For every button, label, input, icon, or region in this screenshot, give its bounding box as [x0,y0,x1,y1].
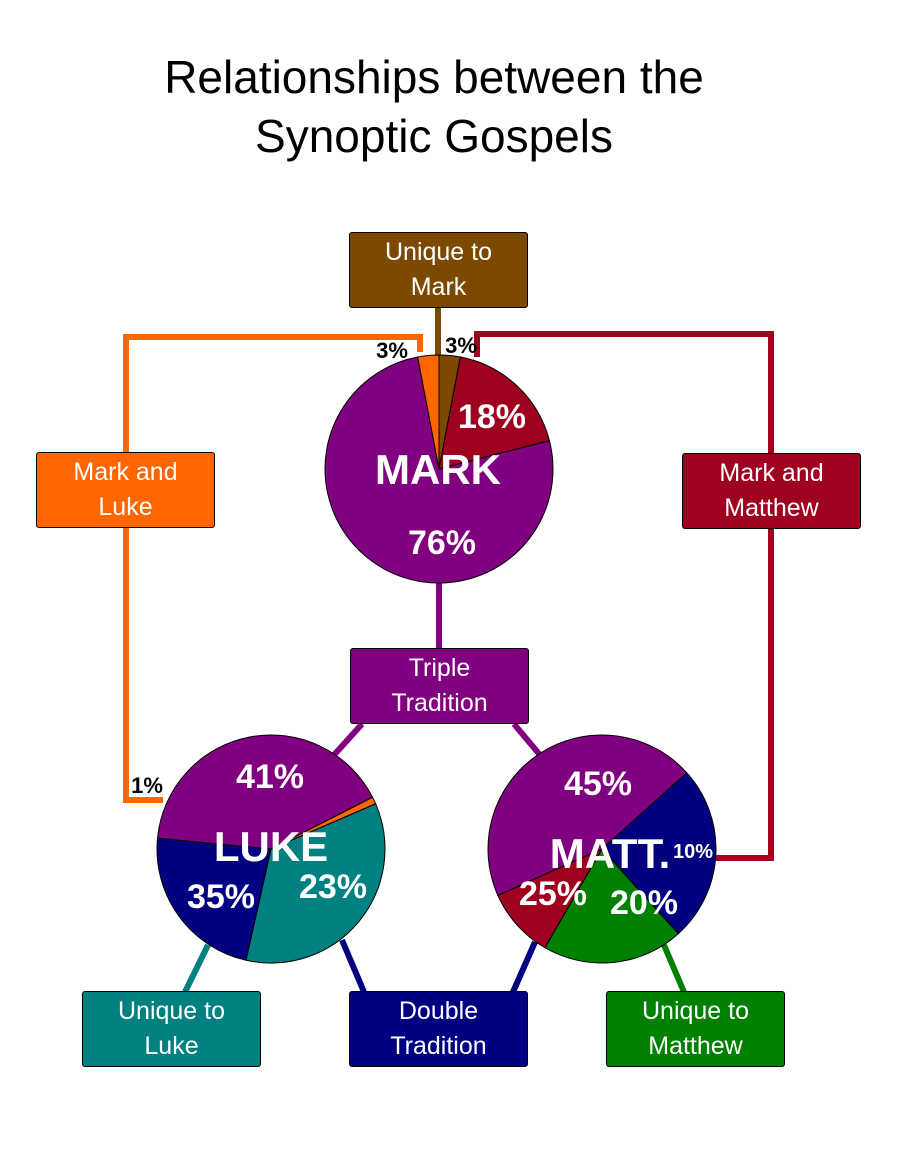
unique-to-mark-line-1: Unique to [384,238,493,266]
title-line-1: Relationships between the [164,51,704,103]
connector-unique-matthew [661,943,687,994]
mark-and-matthew-line-1: Mark and [719,459,824,487]
connector-mark-luke [123,334,423,803]
pie-matthew: MATT. 45% 10% 20% 25% [487,734,717,964]
connector-unique-luke [182,943,211,994]
luke-pie-title: LUKE [214,823,328,870]
luke-label-double: 23% [299,868,367,906]
mark-and-matthew-box: Mark and Matthew [682,453,861,529]
connector-double-matthew [510,940,538,994]
unique-to-mark-box: Unique to Mark [349,232,528,308]
matthew-label-triple: 45% [564,765,632,803]
luke-label-mark-luke: 1% [131,773,163,798]
mark-pie-title: MARK [375,446,501,493]
double-tradition-line-1: Double [398,997,479,1025]
triple-tradition-box: Triple Tradition [350,648,529,724]
matthew-pie-title: MATT. [550,830,671,877]
luke-slice-unique [245,803,386,964]
unique-to-luke-box: Unique to Luke [82,991,261,1067]
mark-slice-triple [324,356,554,584]
pie-luke: LUKE 41% 23% 35% 1% [131,734,386,964]
mark-and-luke-line-2: Luke [98,493,153,521]
luke-label-unique: 35% [187,878,255,916]
double-tradition-box: Double Tradition [349,991,528,1067]
mark-label-unique: 3% [445,333,477,358]
unique-to-luke-line-1: Unique to [117,997,226,1025]
luke-slice-mark-luke [270,796,377,850]
triple-tradition-line-2: Tradition [391,689,488,717]
matthew-slice-triple [487,734,688,897]
mark-and-matthew-line-2: Matthew [724,494,819,522]
mark-label-mark-luke: 3% [376,338,408,363]
mark-label-triple: 76% [408,524,476,562]
unique-to-mark-line-2: Mark [410,273,467,301]
connectors [123,308,774,994]
luke-slice-double [156,837,272,961]
pie-mark: MARK 3% 18% 76% 3% [324,333,554,584]
unique-to-matthew-line-1: Unique to [641,997,750,1025]
matthew-label-mark-matthew: 10% [673,841,713,863]
unique-to-luke-line-2: Luke [144,1032,199,1060]
matthew-slice-unique [544,848,679,964]
luke-slice-triple [156,734,374,850]
mark-and-luke-box: Mark and Luke [36,452,215,528]
diagram-title: Relationships between the Synoptic Gospe… [0,48,868,166]
mark-label-mark-matthew: 18% [458,398,526,436]
unique-to-matthew-box: Unique to Matthew [606,991,785,1067]
triple-tradition-line-1: Triple [408,654,471,682]
title-line-2: Synoptic Gospels [255,110,613,162]
connector-double-luke [339,938,367,994]
unique-to-matthew-line-2: Matthew [648,1032,743,1060]
connector-triple-matthew [511,722,543,757]
connector-triple-luke [331,721,365,758]
matthew-label-double: 25% [519,875,587,913]
matthew-label-unique: 20% [610,884,678,922]
mark-slice-mark-luke [417,354,440,470]
matthew-slice-double [601,772,717,935]
matthew-slice-mark-matthew [497,847,604,949]
connector-mark-matthew [474,331,774,861]
luke-label-triple: 41% [236,758,304,796]
double-tradition-line-2: Tradition [390,1032,487,1060]
mark-slice-mark-matthew [438,356,551,470]
mark-and-luke-line-1: Mark and [73,458,178,486]
